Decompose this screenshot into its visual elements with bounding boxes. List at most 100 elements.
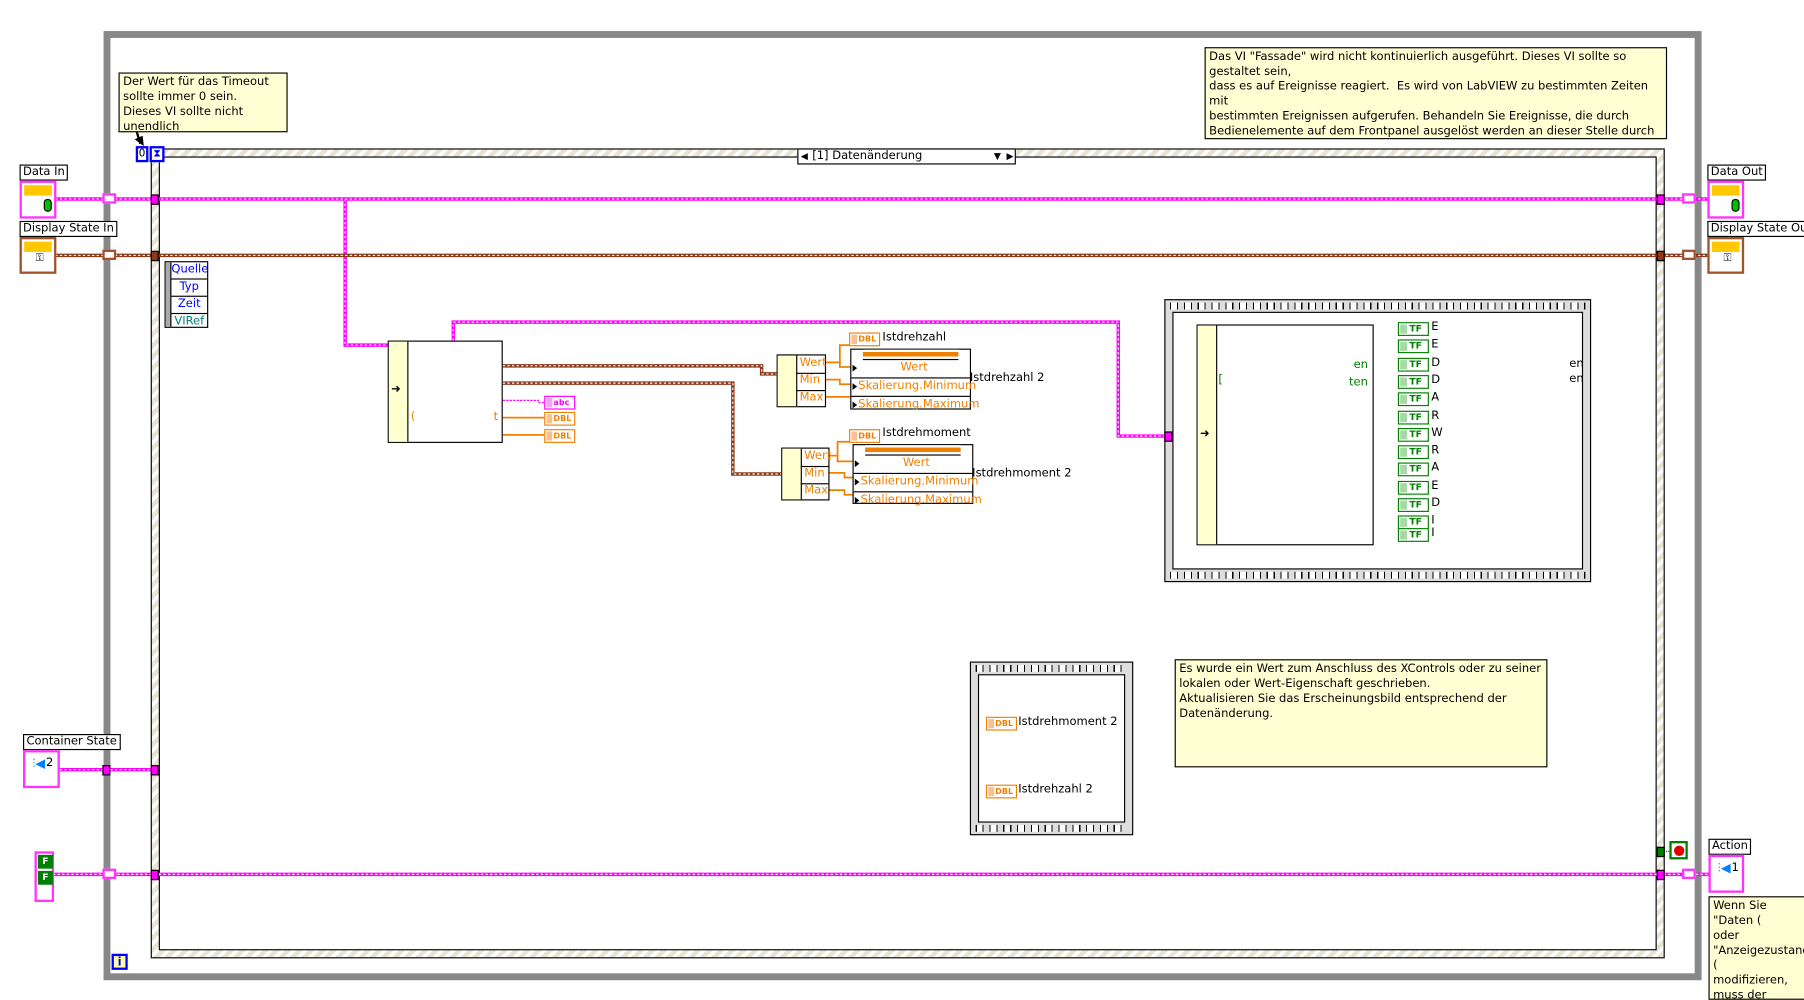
struct-tunnel-display-state-in[interactable]: [150, 250, 159, 262]
property-skalierung-minimum[interactable]: Skalierung.Minimum: [851, 379, 976, 397]
struct-tunnel-display-state-out[interactable]: [1656, 250, 1665, 262]
struct-tunnel-action-out[interactable]: [1656, 869, 1665, 881]
boolean-indicator[interactable]: TF: [1397, 357, 1429, 372]
istdrehzahl2-reference[interactable]: DBL: [985, 784, 1018, 799]
loop-tunnel-data-out[interactable]: [1682, 193, 1696, 204]
boolean-indicator-label: A: [1431, 391, 1440, 404]
property-wert[interactable]: Wert: [851, 360, 970, 379]
struct-tunnel-action-in[interactable]: [150, 869, 159, 881]
data-out-terminal[interactable]: [1707, 180, 1745, 219]
property-node-name: Istdrehmoment 2: [972, 467, 1072, 480]
boolean-indicator[interactable]: TF: [1397, 375, 1429, 389]
boolean-indicator[interactable]: TF: [1397, 427, 1429, 442]
loop-tunnel-container-state[interactable]: [102, 765, 111, 776]
boolean-indicator-label: D: [1431, 356, 1441, 370]
istdrehmoment-reference[interactable]: DBL: [849, 429, 881, 443]
boolean-indicator-label: W: [1431, 426, 1443, 440]
boolean-indicator-label: A: [1431, 461, 1440, 475]
display-state-out-terminal[interactable]: ⚿: [1707, 237, 1745, 274]
event-data-node: Quelle Typ Zeit VIRef: [164, 261, 208, 328]
bool-element[interactable]: F: [37, 870, 53, 885]
unbundle-label: t: [493, 410, 499, 424]
data-change-comment: Es wurde ein Wert zum Anschluss des XCon…: [1174, 659, 1548, 768]
event-selector[interactable]: [1] Datenänderung ▼ ◀ ▶: [797, 148, 1016, 165]
loop-tunnel-display-state-in[interactable]: [102, 249, 117, 261]
data-in-terminal[interactable]: [19, 180, 57, 219]
unbundle-by-name-drehmoment[interactable]: Wert Min Max: [781, 447, 831, 501]
struct-tunnel-data-out[interactable]: [1656, 194, 1665, 205]
loop-tunnel-action-out[interactable]: [1682, 868, 1696, 879]
boolean-indicator-label: D: [1431, 497, 1441, 510]
property-skalierung-maximum[interactable]: Skalierung.Maximum: [854, 492, 982, 509]
istdrehzahl2-label: Istdrehzahl 2: [1018, 783, 1093, 797]
action-value: 1: [1731, 861, 1739, 875]
property-node-drehzahl[interactable]: Wert Skalierung.Minimum Skalierung.Maxim…: [850, 348, 980, 411]
action-label: Action: [1708, 838, 1752, 855]
unbundle-by-name-drehzahl[interactable]: Wert Min Max: [776, 354, 827, 408]
property-skalierung-minimum[interactable]: Skalierung.Minimum: [853, 474, 978, 493]
cylinder-icon: [1731, 199, 1740, 212]
increment-arrow-icon[interactable]: ▶: [1006, 150, 1014, 162]
boolean-indicator[interactable]: TF: [1397, 339, 1429, 354]
struct-tunnel-container-state[interactable]: [150, 765, 159, 776]
sequence-tunnel[interactable]: [1164, 431, 1173, 442]
bool-array-constant[interactable]: F F: [34, 851, 55, 902]
istdrehzahl-reference[interactable]: DBL: [849, 332, 881, 347]
istdrehmoment2-label: Istdrehmoment 2: [1018, 715, 1118, 729]
struct-tunnel-data-in[interactable]: [150, 194, 159, 205]
unbundle-row-wert: Wert: [796, 356, 827, 374]
unbundle-label: (: [410, 410, 416, 424]
event-data-quelle: Quelle: [171, 262, 208, 280]
cluster-label: ten: [1349, 376, 1368, 389]
property-skalierung-maximum[interactable]: Skalierung.Maximum: [851, 397, 980, 414]
cluster-label: en: [1353, 358, 1368, 372]
boolean-indicator[interactable]: TF: [1397, 528, 1429, 542]
string-indicator[interactable]: abc: [544, 395, 576, 410]
istdrehmoment2-reference[interactable]: DBL: [985, 716, 1018, 731]
loop-tunnel-display-state-out[interactable]: [1682, 249, 1696, 261]
struct-tunnel-stop[interactable]: [1656, 846, 1665, 858]
boolean-indicator-label: E: [1431, 338, 1439, 351]
display-state-out-label: Display State Out: [1707, 220, 1804, 238]
while-loop[interactable]: [103, 31, 1702, 981]
loop-tunnel-data-in[interactable]: [102, 193, 117, 204]
bool-unbundle-node[interactable]: ➜ [ en ten: [1196, 324, 1374, 546]
dbl-indicator[interactable]: DBL: [544, 429, 576, 443]
container-state-terminal[interactable]: ⫶◀ 2: [23, 750, 60, 789]
unbundle-row-max: Max: [799, 391, 824, 404]
arrow-icon: ➜: [1199, 427, 1210, 441]
boolean-indicator[interactable]: TF: [1397, 410, 1429, 425]
display-state-in-terminal[interactable]: ⚿: [19, 237, 57, 274]
bool-element[interactable]: F: [37, 854, 53, 869]
wire-data-to-unbundle: [343, 199, 388, 347]
cluster-label: [: [1218, 373, 1223, 387]
istdrehzahl-label: Istdrehzahl: [882, 331, 947, 344]
istdrehmoment-label: Istdrehmoment: [882, 426, 971, 440]
timeout-constant[interactable]: 0: [135, 146, 149, 163]
boolean-indicator[interactable]: TF: [1397, 322, 1429, 336]
event-data-typ: Typ: [171, 280, 208, 297]
selector-label: [1] Datenänderung: [812, 149, 923, 163]
action-terminal[interactable]: ⫶◀ 1: [1708, 854, 1745, 893]
dbl-indicator[interactable]: DBL: [544, 411, 576, 426]
unbundle-node[interactable]: ➜ ( t: [387, 340, 503, 443]
flat-sequence-references[interactable]: [969, 661, 1134, 836]
property-node-drehmoment[interactable]: Wert Skalierung.Minimum Skalierung.Maxim…: [852, 444, 982, 506]
boolean-indicator[interactable]: TF: [1397, 392, 1429, 407]
boolean-indicator[interactable]: TF: [1397, 480, 1429, 495]
boolean-indicator[interactable]: TF: [1397, 498, 1429, 512]
data-out-label: Data Out: [1707, 164, 1767, 181]
boolean-indicator[interactable]: TF: [1397, 445, 1429, 460]
string-wire: [502, 399, 545, 404]
boolean-indicator[interactable]: TF: [1397, 462, 1429, 477]
display-state-in-label: Display State In: [19, 220, 118, 238]
decrement-arrow-icon[interactable]: ◀: [800, 150, 808, 162]
unbundle-row-min: Min: [796, 373, 825, 392]
unbundle-row-min: Min: [800, 466, 829, 485]
property-node-name: Istdrehzahl 2: [969, 371, 1045, 385]
key-icon: ⚿: [1723, 253, 1732, 265]
property-wert[interactable]: Wert: [853, 456, 973, 475]
boolean-indicator-label: D: [1431, 373, 1441, 387]
stop-condition-icon[interactable]: [1669, 841, 1688, 860]
loop-tunnel-action-in[interactable]: [102, 868, 117, 879]
